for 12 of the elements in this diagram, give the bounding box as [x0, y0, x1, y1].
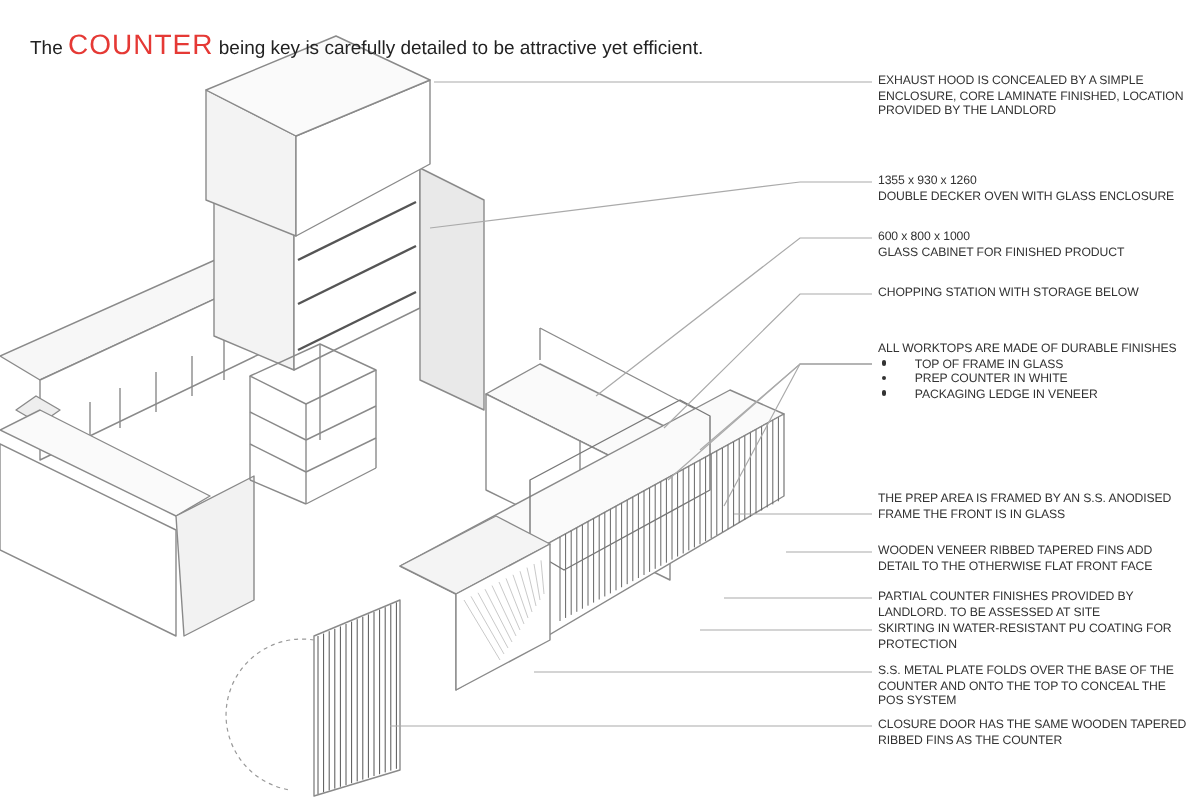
leader-line	[667, 363, 873, 481]
title-text: The COUNTER being key is carefully detailed to be attractive yet efficient.	[30, 28, 704, 60]
leader-line	[663, 293, 873, 429]
leader-line	[429, 181, 873, 229]
leader-line	[699, 629, 873, 631]
leader-line	[433, 81, 873, 83]
leader-line	[723, 597, 873, 599]
leader-line	[389, 725, 873, 727]
leader-line	[533, 671, 873, 673]
leader-line	[785, 551, 873, 553]
leader-line	[733, 513, 873, 515]
leader-line	[595, 237, 873, 397]
